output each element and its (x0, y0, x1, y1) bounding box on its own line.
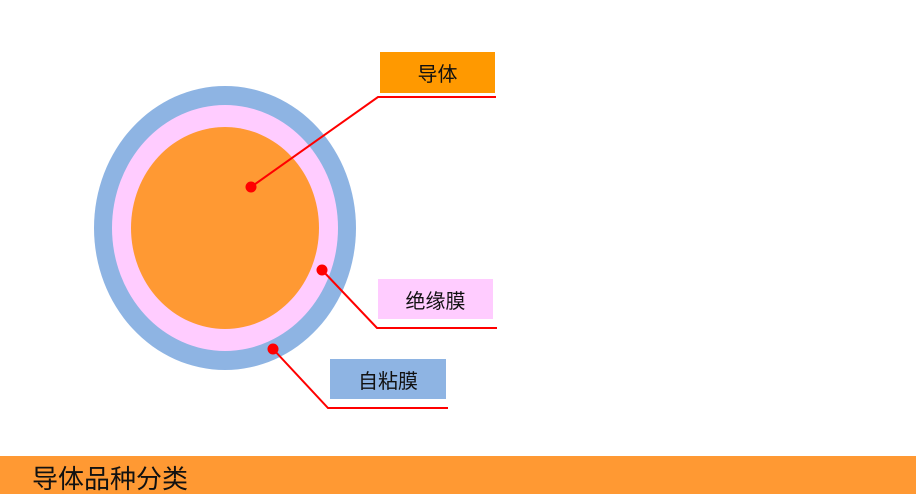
self-adhesive-label: 自粘膜 (330, 359, 446, 399)
conductor-leader-line (250, 96, 496, 188)
self-adhesive-leader-line (272, 348, 448, 409)
conductor-marker (245, 181, 257, 193)
footer-bar: 导体品种分类 (0, 456, 916, 495)
conductor-core (131, 127, 319, 329)
insulation-marker (316, 264, 328, 276)
insulation-label: 绝缘膜 (378, 279, 493, 319)
conductor-label: 导体 (380, 52, 495, 93)
insulation-leader-line (321, 269, 497, 329)
footer-title: 导体品种分类 (32, 465, 189, 495)
self-adhesive-marker (267, 343, 279, 355)
